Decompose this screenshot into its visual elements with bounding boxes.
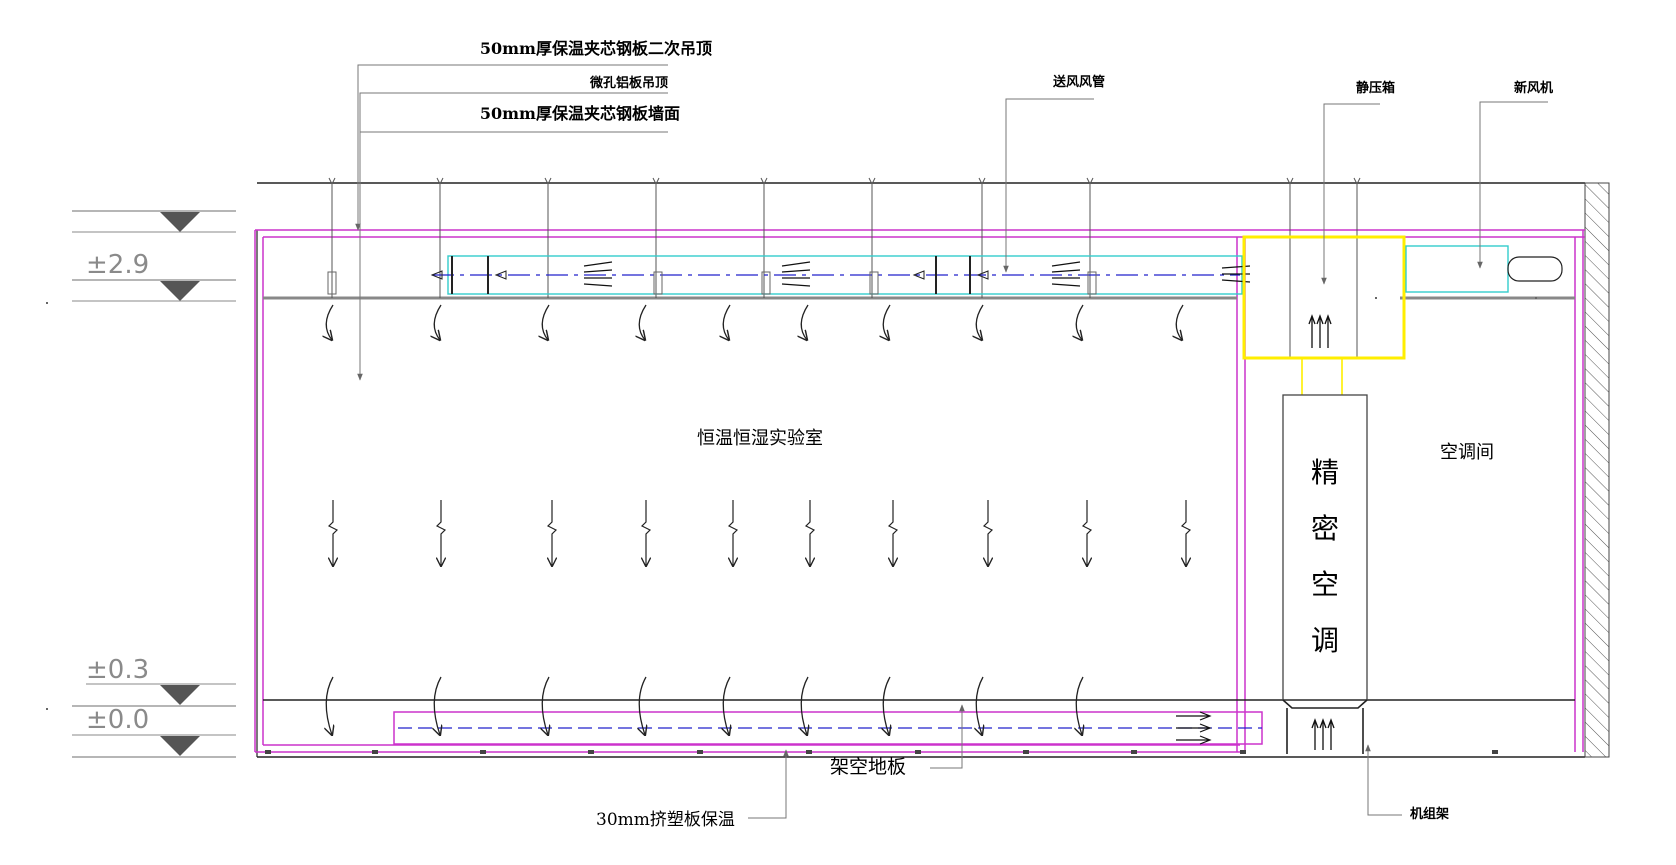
label-supply-duct: 送风风管 xyxy=(1052,74,1105,90)
ceiling-diffusers xyxy=(327,271,1097,295)
plenum-connectors xyxy=(1301,358,1343,395)
plenum-up-arrows xyxy=(1308,314,1332,348)
label-floor-insulation: 30mm挤塑板保温 xyxy=(596,810,735,830)
hanger-caps xyxy=(328,177,1361,186)
elevation-label-top: ±2.9 xyxy=(86,250,149,280)
downflow-arrows xyxy=(327,500,1192,566)
precision-ac-char-3: 空 xyxy=(1311,568,1339,601)
fresh-air-unit xyxy=(1405,245,1509,293)
label-perforated-ceiling: 微孔铝板吊顶 xyxy=(589,75,668,91)
ceiling-curved-arrows xyxy=(326,304,1183,340)
label-unit-frame: 机组架 xyxy=(1410,806,1449,822)
elevation-marker-bottom: ±0.0 xyxy=(72,705,236,758)
duct-dampers xyxy=(451,256,971,294)
precision-ac-char-4: 调 xyxy=(1311,624,1339,657)
unit-frame-up-arrows xyxy=(1311,718,1335,750)
ceiling-hangers xyxy=(331,183,1358,358)
exterior-wall-hatch xyxy=(1584,182,1610,758)
label-raised-floor: 架空地板 xyxy=(830,756,906,778)
label-fresh-air-unit: 新风机 xyxy=(1514,80,1553,96)
wall-panel-lines xyxy=(254,229,1585,753)
fresh-air-fan xyxy=(1507,256,1563,282)
label-wall-panel: 50mm厚保温夹芯钢板墙面 xyxy=(480,104,680,123)
unit-frame xyxy=(1282,699,1368,754)
label-ceiling-panel: 50mm厚保温夹芯钢板二次吊顶 xyxy=(480,39,712,58)
floor-flow-arrows xyxy=(1176,711,1212,745)
elevation-marker-top: ±2.9 xyxy=(72,210,236,302)
precision-ac-char-1: 精 xyxy=(1311,456,1339,489)
precision-ac-char-2: 密 xyxy=(1311,512,1339,545)
precision-ac-unit xyxy=(1282,394,1368,701)
elevation-label-mid: ±0.3 xyxy=(86,655,149,685)
duct-damper-symbols xyxy=(430,270,989,280)
elevation-label-bottom: ±0.0 xyxy=(86,705,149,735)
floor-support-marks xyxy=(265,750,1498,754)
floor-curved-arrows xyxy=(326,676,1083,735)
label-lab-room: 恒温恒湿实验室 xyxy=(697,428,823,449)
building-outline xyxy=(256,182,1585,758)
leader-lines xyxy=(355,64,1548,819)
label-plenum-box: 静压箱 xyxy=(1356,80,1395,96)
stray-dots xyxy=(46,297,1537,710)
elevation-marker-mid: ±0.3 xyxy=(72,655,236,707)
label-ac-room: 空调间 xyxy=(1440,442,1494,463)
